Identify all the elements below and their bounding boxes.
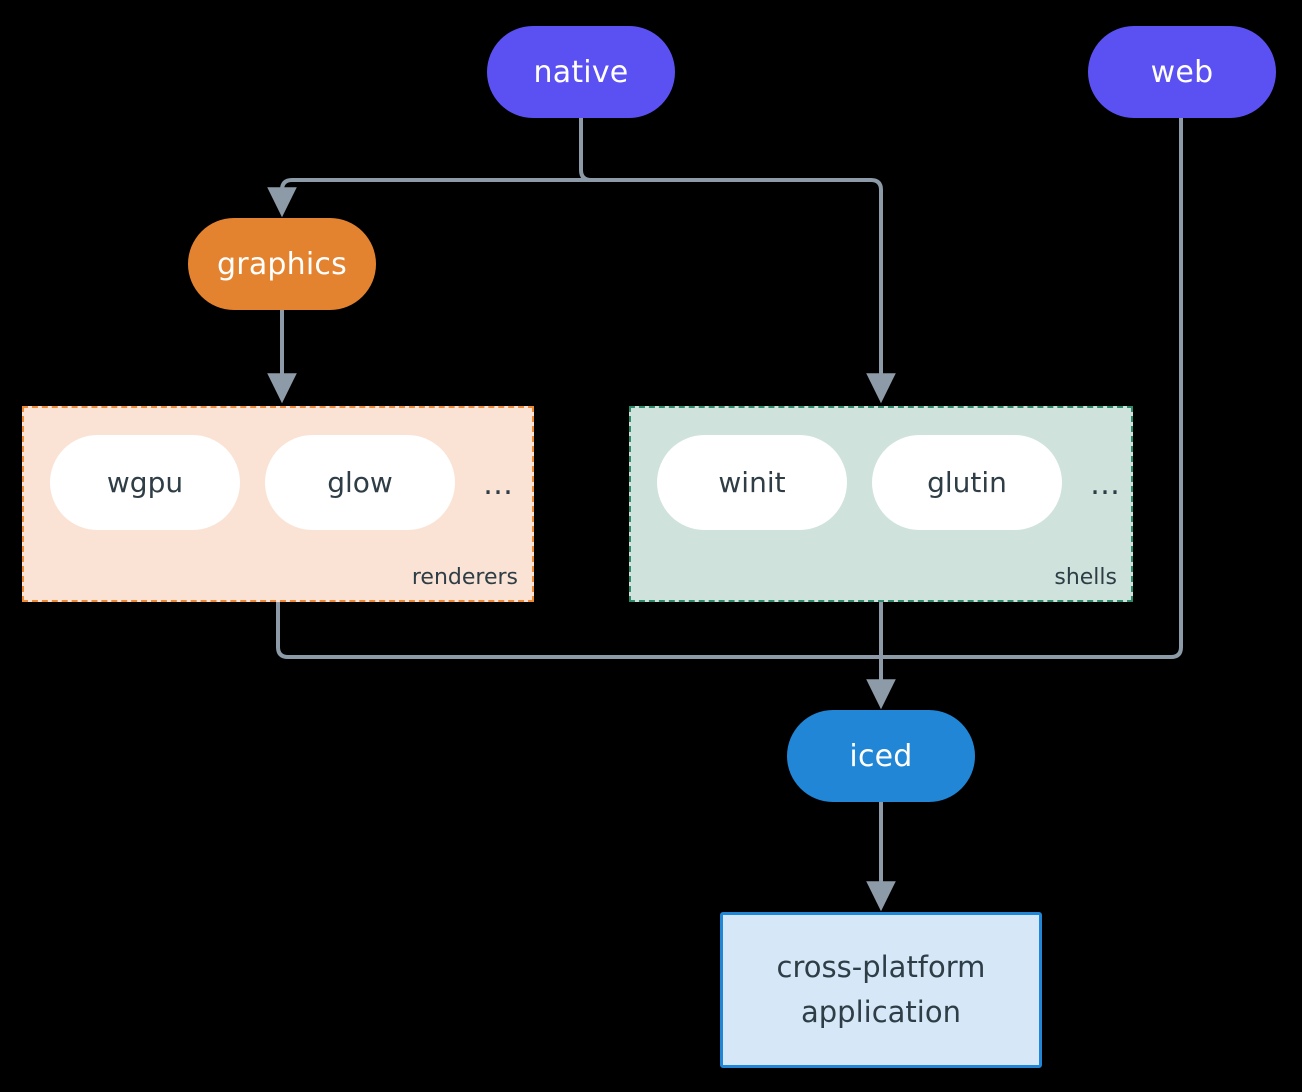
edge-renderers-to-iced [276, 600, 883, 659]
group-renderers-label: renderers [411, 565, 518, 590]
group-item-glutin-label: glutin [927, 466, 1007, 499]
node-application-label-line2: application [801, 995, 961, 1029]
node-iced[interactable]: iced [787, 710, 975, 802]
edge-native-trunk [579, 116, 593, 182]
group-item-glow-label: glow [327, 466, 393, 499]
group-item-wgpu[interactable]: wgpu [50, 435, 240, 530]
node-graphics[interactable]: graphics [188, 218, 376, 310]
node-native-label: native [533, 54, 629, 90]
node-web-label: web [1150, 54, 1214, 90]
group-item-winit[interactable]: winit [657, 435, 847, 530]
group-renderers: wgpu glow … renderers [22, 406, 534, 602]
edge-native-to-shells [579, 178, 896, 404]
group-shells-label: shells [1054, 565, 1117, 590]
group-item-glow[interactable]: glow [265, 435, 455, 530]
group-item-glutin[interactable]: glutin [872, 435, 1062, 530]
node-graphics-label: graphics [217, 246, 347, 282]
node-application[interactable]: cross-platform application [720, 912, 1042, 1068]
shells-ellipsis: … [1090, 467, 1120, 502]
group-item-winit-label: winit [718, 466, 786, 499]
node-iced-label: iced [849, 738, 913, 774]
node-application-label-line1: cross-platform [776, 950, 986, 985]
group-shells: winit glutin … shells [629, 406, 1133, 602]
edge-native-to-graphics [267, 178, 583, 218]
renderers-ellipsis: … [483, 467, 513, 502]
group-item-wgpu-label: wgpu [106, 466, 184, 499]
node-native[interactable]: native [487, 26, 675, 118]
node-web[interactable]: web [1088, 26, 1276, 118]
